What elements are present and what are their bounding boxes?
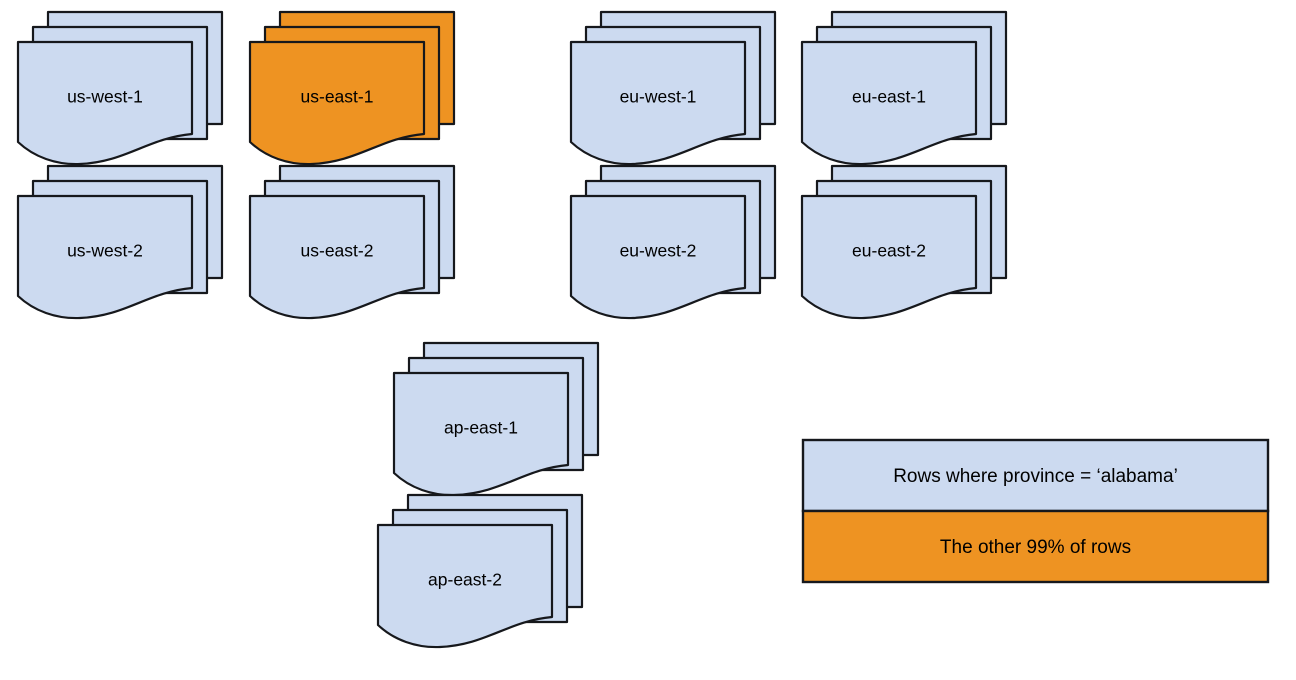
- stack-sheet-front: [16, 194, 194, 320]
- document-stack-us-west-2[interactable]: us-west-2: [16, 164, 224, 320]
- stack-sheet-front: [569, 40, 747, 166]
- legend-row-blue: Rows where province = ‘alabama’: [801, 438, 1270, 513]
- stack-sheet-front: [248, 40, 426, 166]
- stack-label-eu-east-1: eu-east-1: [852, 87, 926, 107]
- stack-sheet-front: [800, 40, 978, 166]
- stack-label-us-west-2: us-west-2: [67, 241, 143, 261]
- document-stack-eu-west-1[interactable]: eu-west-1: [569, 10, 777, 166]
- legend-row-orange: The other 99% of rows: [801, 509, 1270, 584]
- stack-sheet-front: [16, 40, 194, 166]
- stack-sheet-front: [569, 194, 747, 320]
- document-stack-eu-west-2[interactable]: eu-west-2: [569, 164, 777, 320]
- stack-label-us-west-1: us-west-1: [67, 87, 143, 107]
- stack-sheet-front: [800, 194, 978, 320]
- document-stack-us-east-1[interactable]: us-east-1: [248, 10, 456, 166]
- document-stack-ap-east-2[interactable]: ap-east-2: [376, 493, 584, 649]
- stack-label-us-east-2: us-east-2: [301, 241, 374, 261]
- legend: Rows where province = ‘alabama’ The othe…: [801, 438, 1270, 584]
- legend-label-blue: Rows where province = ‘alabama’: [893, 466, 1178, 487]
- stack-label-ap-east-2: ap-east-2: [428, 570, 502, 590]
- document-stack-ap-east-1[interactable]: ap-east-1: [392, 341, 600, 497]
- stack-sheet-front: [248, 194, 426, 320]
- document-stack-us-west-1[interactable]: us-west-1: [16, 10, 224, 166]
- stack-label-eu-west-2: eu-west-2: [620, 241, 697, 261]
- stack-label-eu-east-2: eu-east-2: [852, 241, 926, 261]
- stack-sheet-front: [376, 523, 554, 649]
- legend-label-orange: The other 99% of rows: [940, 537, 1131, 558]
- legend-swatch-orange: [801, 509, 1270, 584]
- document-stack-us-east-2[interactable]: us-east-2: [248, 164, 456, 320]
- stack-label-ap-east-1: ap-east-1: [444, 418, 518, 438]
- stack-label-us-east-1: us-east-1: [301, 87, 374, 107]
- stack-label-eu-west-1: eu-west-1: [620, 87, 697, 107]
- document-stack-eu-east-2[interactable]: eu-east-2: [800, 164, 1008, 320]
- document-stack-eu-east-1[interactable]: eu-east-1: [800, 10, 1008, 166]
